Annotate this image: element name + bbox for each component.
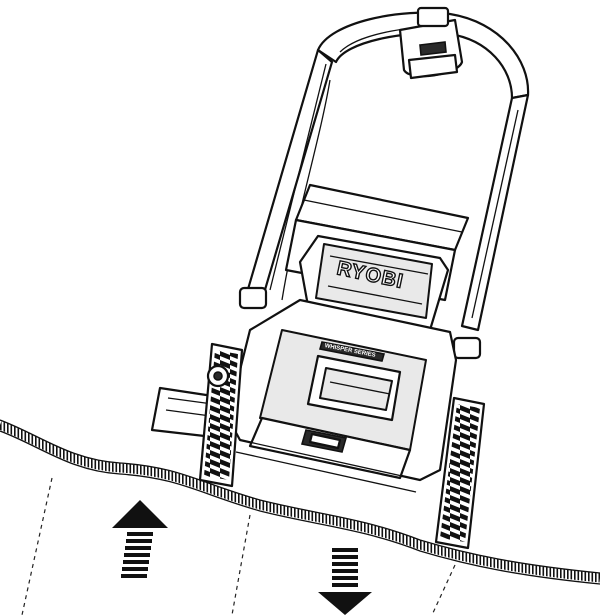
arrow-down-icon [318,548,372,615]
mower-deck: WHISPER SERIES [226,298,458,493]
arrow-up-icon [112,500,168,578]
battery-cover: RYOBI [298,234,450,332]
right-wheel [434,396,486,550]
mowing-guide-lines [21,477,456,615]
left-wheel [198,342,244,488]
grass-edge [0,419,600,585]
mower-handle [238,6,530,360]
